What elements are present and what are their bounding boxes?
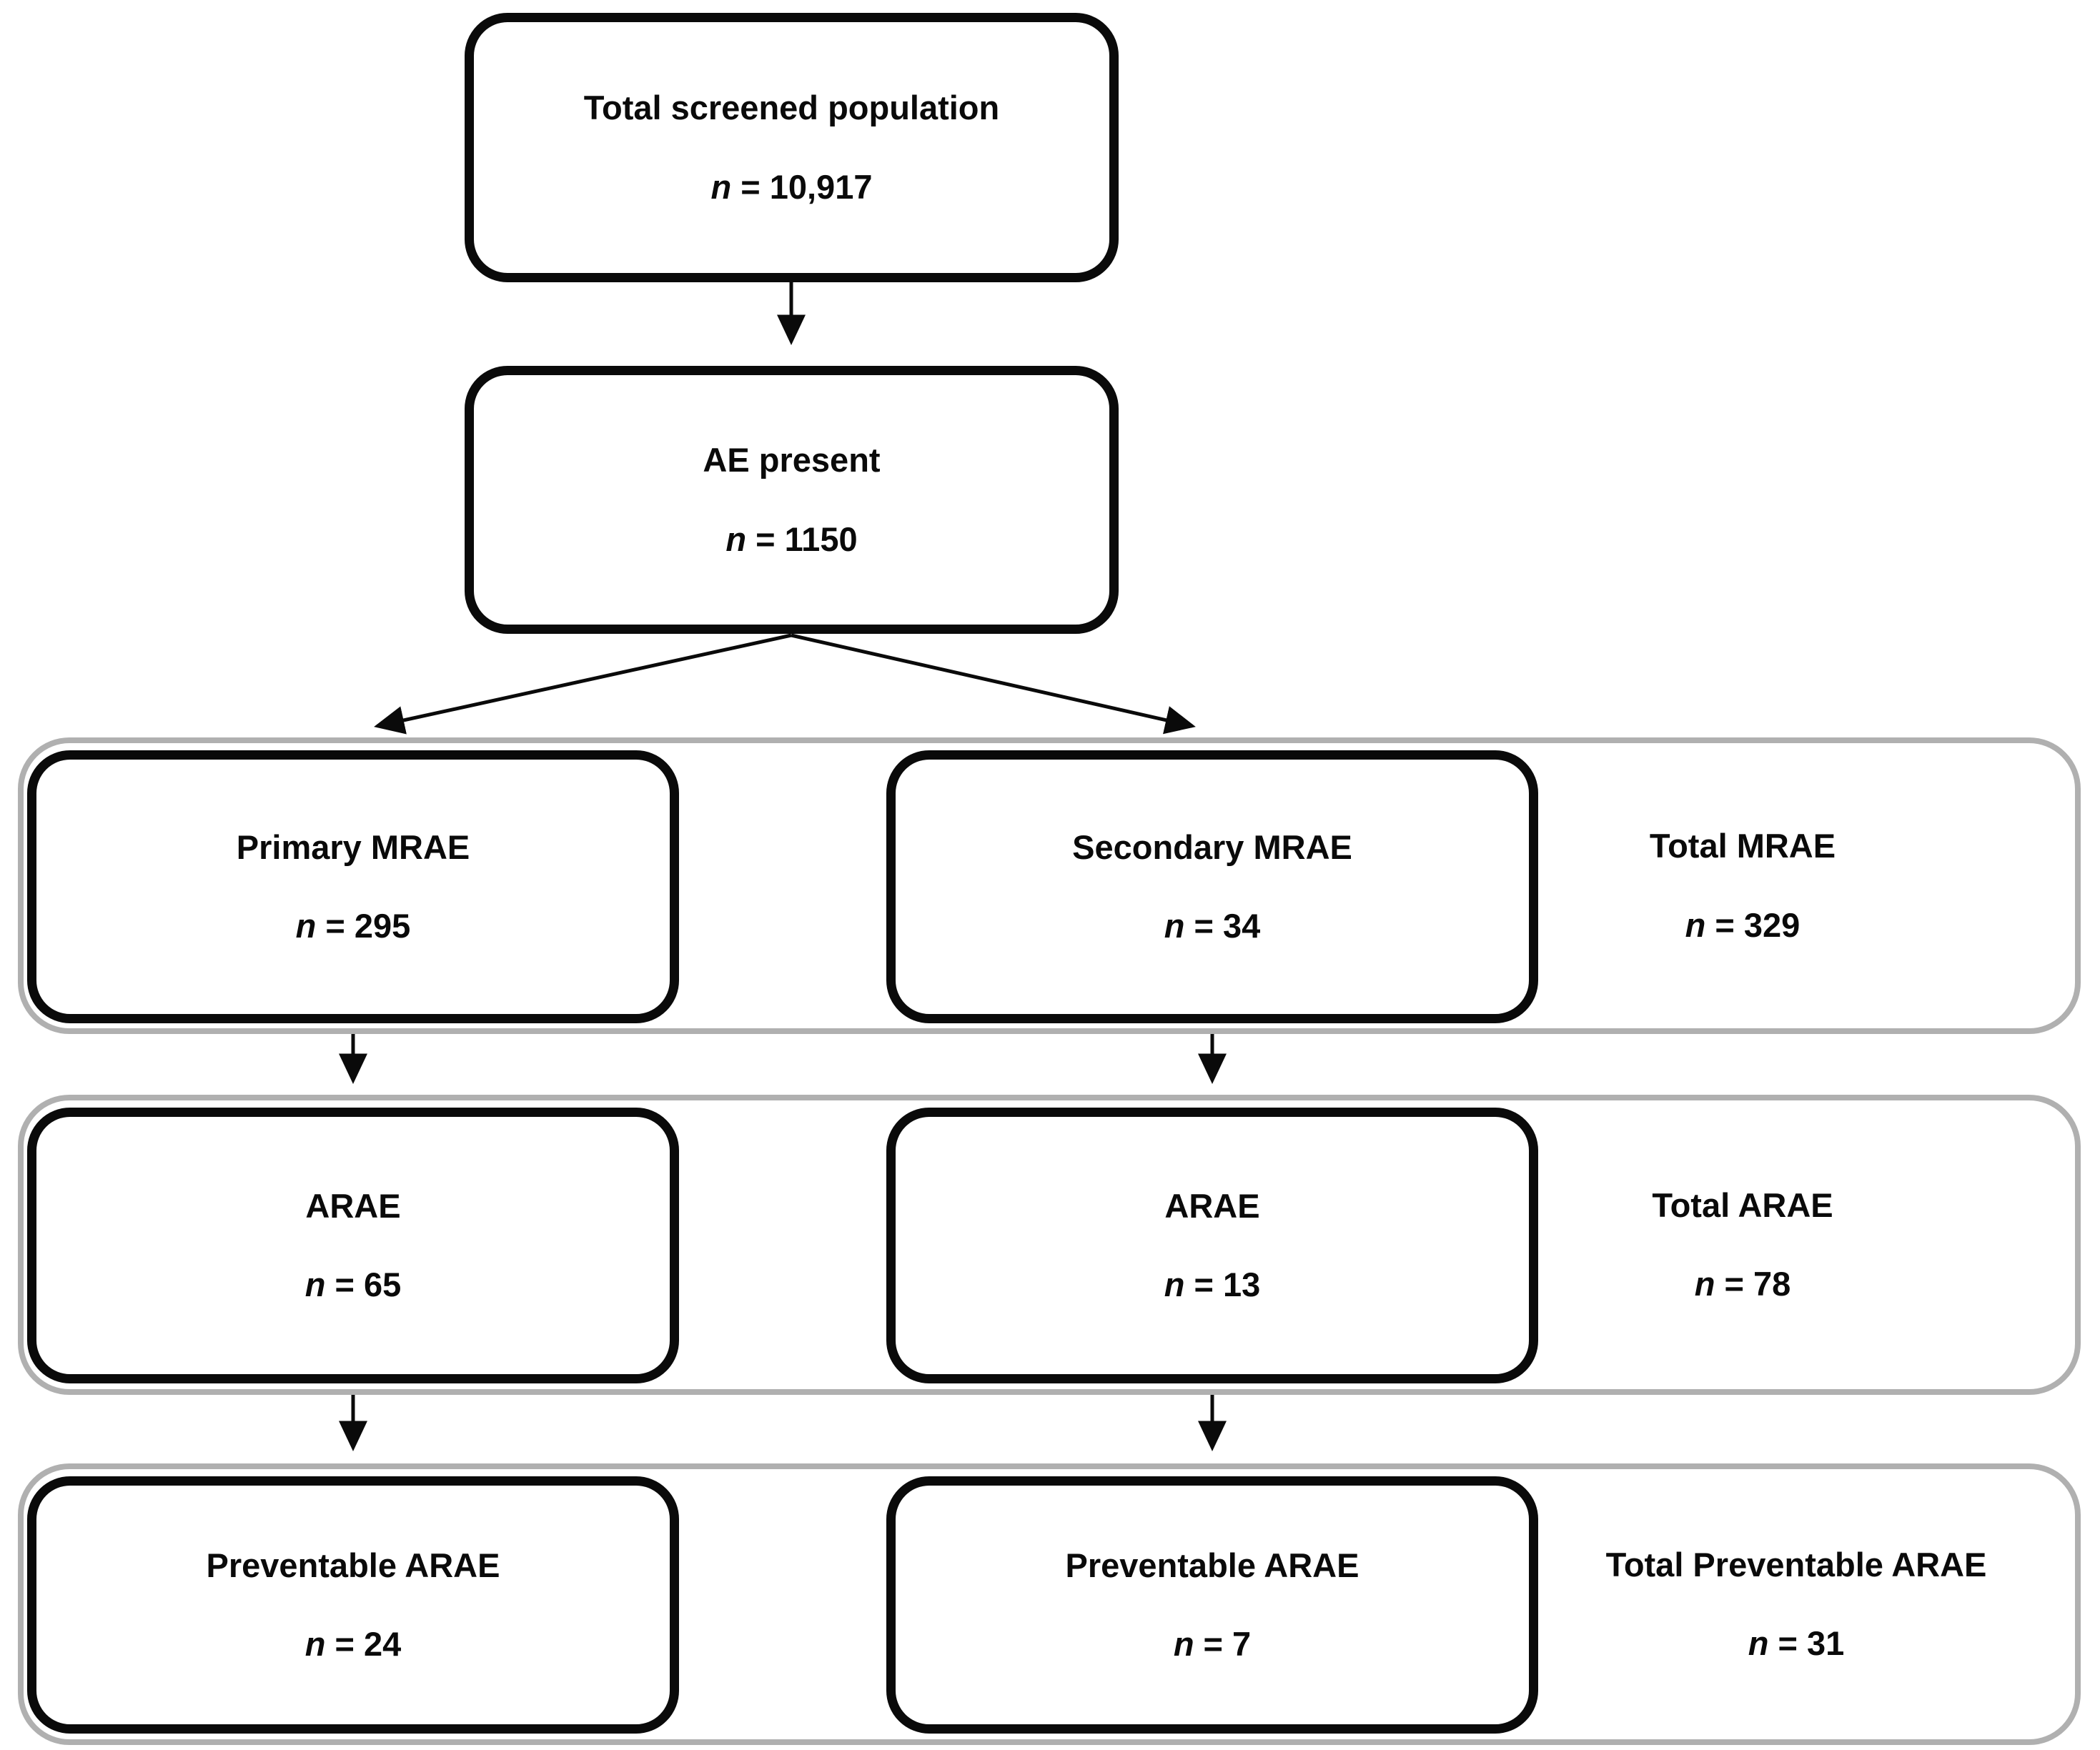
node-total-screened: Total screened population n = 10,917	[465, 13, 1119, 282]
node-title: ARAE	[1164, 1186, 1260, 1225]
n-symbol: n	[1164, 1266, 1185, 1303]
node-title: Preventable ARAE	[1065, 1546, 1359, 1584]
node-title: Total Preventable ARAE	[1605, 1545, 1987, 1584]
arrow-ae-to-primary-icon	[374, 633, 792, 735]
n-value: = 24	[335, 1625, 402, 1663]
node-title: ARAE	[305, 1186, 401, 1225]
node-count: n = 34	[1164, 907, 1261, 945]
n-value: = 13	[1194, 1266, 1261, 1303]
node-count: n = 65	[305, 1266, 402, 1304]
node-count: n = 10,917	[711, 168, 873, 207]
n-symbol: n	[710, 167, 732, 206]
n-value: = 1150	[756, 519, 858, 558]
n-symbol: n	[1748, 1624, 1769, 1662]
n-symbol: n	[1694, 1265, 1715, 1303]
n-value: = 65	[335, 1266, 402, 1303]
total-preventable-arae-label: Total Preventable ARAE n = 31	[1503, 1469, 2089, 1739]
n-symbol: n	[304, 1266, 326, 1303]
n-value: = 295	[325, 907, 411, 945]
n-symbol: n	[1685, 905, 1706, 944]
n-value: = 329	[1715, 905, 1801, 944]
n-value: = 34	[1194, 907, 1261, 945]
node-count: n = 13	[1164, 1266, 1261, 1304]
node-ae-present: AE present n = 1150	[465, 366, 1119, 634]
n-value: = 10,917	[741, 167, 873, 206]
n-value: = 78	[1724, 1265, 1791, 1303]
node-arae-secondary: ARAE n = 13	[886, 1108, 1538, 1383]
n-value: = 31	[1778, 1624, 1845, 1662]
node-count: n = 7	[1174, 1625, 1251, 1664]
node-title: AE present	[703, 441, 881, 479]
node-preventable-arae-primary: Preventable ARAE n = 24	[27, 1476, 679, 1734]
node-count: n = 31	[1748, 1624, 1845, 1663]
total-arae-label: Total ARAE n = 78	[1542, 1100, 1943, 1389]
node-title: Preventable ARAE	[206, 1546, 500, 1584]
node-count: n = 329	[1685, 906, 1801, 945]
n-value: = 7	[1203, 1625, 1252, 1663]
node-count: n = 295	[296, 907, 411, 945]
node-arae-primary: ARAE n = 65	[27, 1108, 679, 1383]
n-symbol: n	[725, 519, 747, 558]
node-title: Total screened population	[583, 89, 1000, 127]
node-secondary-mrae: Secondary MRAE n = 34	[886, 750, 1538, 1023]
node-primary-mrae: Primary MRAE n = 295	[27, 750, 679, 1023]
arrow-ae-to-secondary-icon	[791, 633, 1196, 735]
node-title: Primary MRAE	[236, 827, 470, 866]
total-mrae-label: Total MRAE n = 329	[1542, 743, 1943, 1028]
node-count: n = 24	[305, 1625, 402, 1664]
n-symbol: n	[1173, 1625, 1194, 1663]
node-count: n = 1150	[725, 520, 857, 559]
n-symbol: n	[295, 907, 317, 945]
node-title: Secondary MRAE	[1072, 827, 1352, 866]
node-count: n = 78	[1695, 1265, 1791, 1303]
node-preventable-arae-secondary: Preventable ARAE n = 7	[886, 1476, 1538, 1734]
n-symbol: n	[1164, 907, 1185, 945]
node-title: Total MRAE	[1649, 827, 1836, 865]
n-symbol: n	[304, 1625, 326, 1663]
node-title: Total ARAE	[1652, 1185, 1833, 1224]
